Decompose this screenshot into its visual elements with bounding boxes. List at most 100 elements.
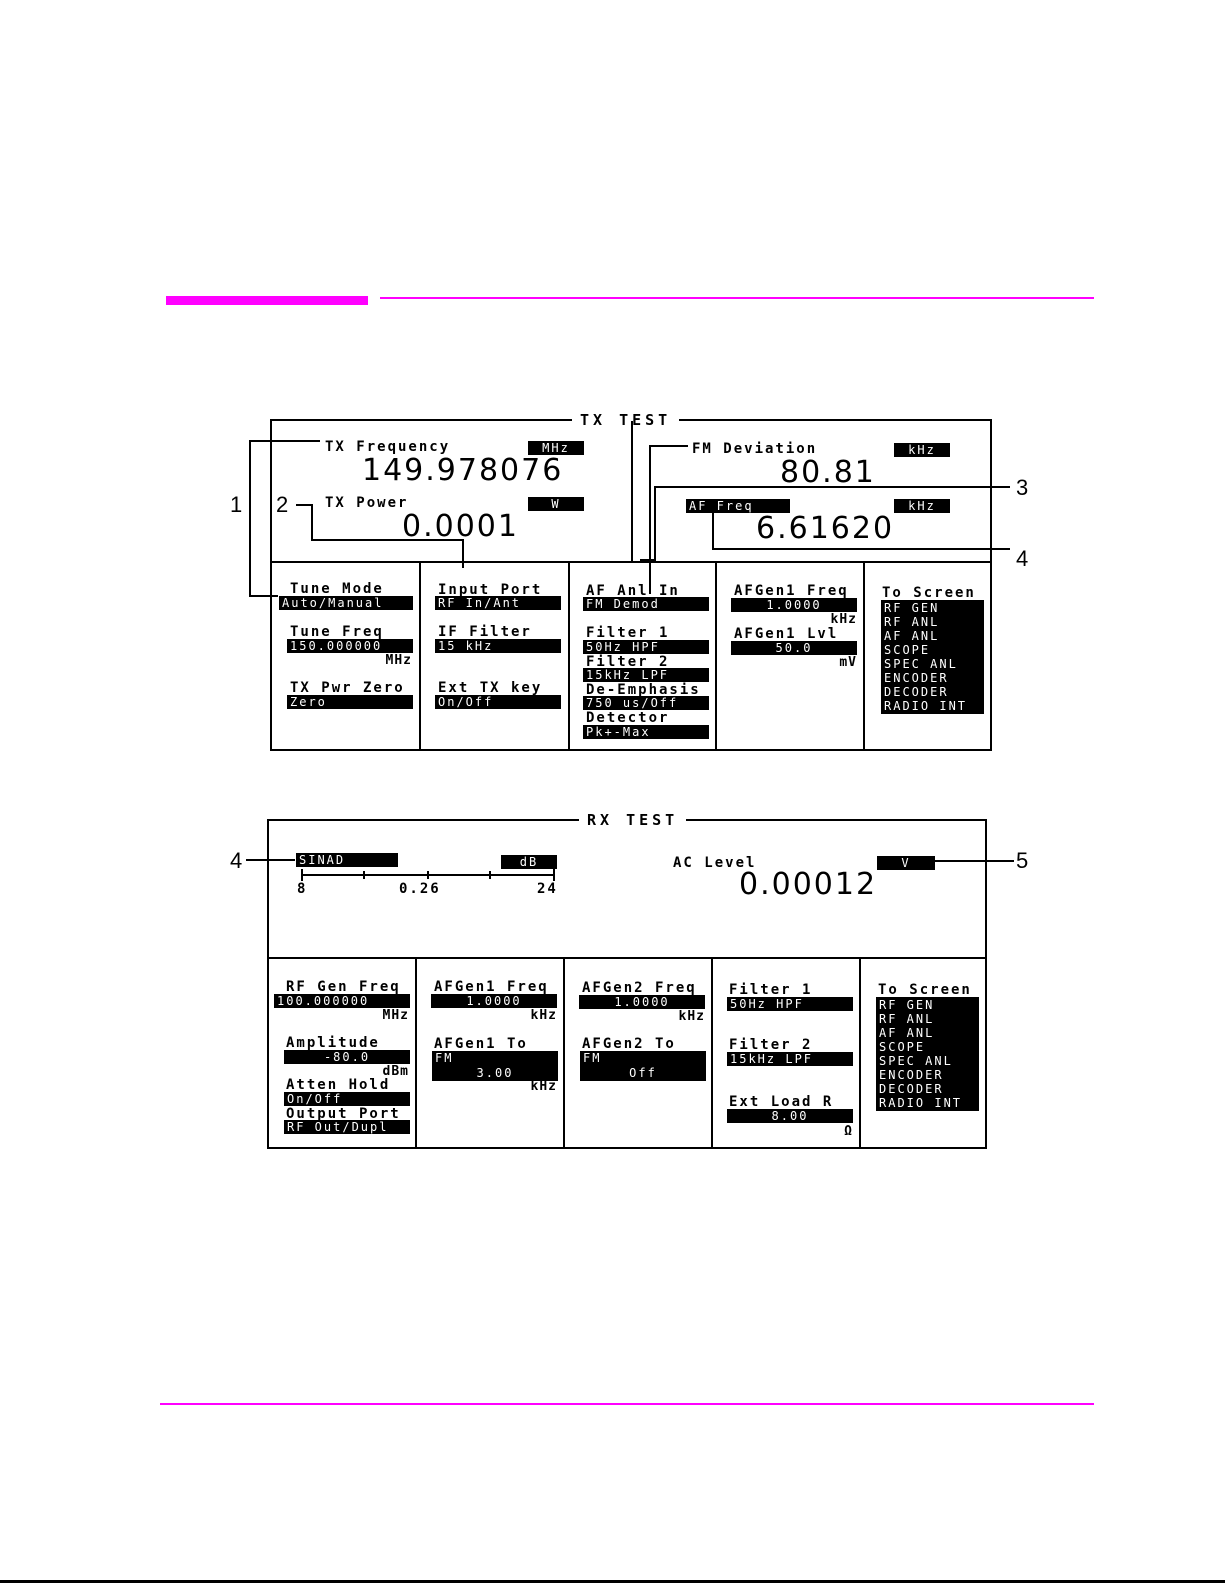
sinad-unit[interactable]: dB	[501, 855, 557, 869]
callout-2: 2	[276, 492, 289, 517]
tx-divider	[272, 561, 990, 563]
ext-tx-key-label: Ext TX key	[438, 680, 543, 696]
af-freq-unit[interactable]: kHz	[894, 499, 950, 513]
tune-mode-field[interactable]: Auto/Manual	[279, 596, 413, 610]
tx-mid-divider	[631, 421, 633, 561]
tune-freq-field[interactable]: 150.000000	[287, 639, 413, 653]
tx-afgen1-lvl-label: AFGen1 Lvl	[734, 626, 839, 642]
atten-hold-field[interactable]: On/Off	[284, 1092, 410, 1106]
ac-level-value: 0.00012	[739, 867, 878, 902]
rf-gen-freq-label: RF Gen Freq	[286, 979, 401, 995]
afgen1-to-unit: kHz	[530, 1079, 557, 1094]
sinad-meter-scale	[301, 869, 555, 881]
afgen2-freq-label: AFGen2 Freq	[582, 980, 697, 996]
tx-menu-item[interactable]: SCOPE	[884, 643, 931, 657]
tx-frequency-value: 149.978076	[362, 453, 564, 488]
rx-afgen1-freq-unit: kHz	[530, 1008, 557, 1023]
rx-menu-item[interactable]: ENCODER	[879, 1068, 944, 1082]
callout-4-rx: 4	[230, 848, 243, 873]
tx-menu-item[interactable]: SPEC ANL	[884, 657, 958, 671]
ext-load-r-unit: Ω	[844, 1124, 853, 1139]
callout-4-tx: 4	[1016, 546, 1029, 571]
afgen2-to-label: AFGen2 To	[582, 1036, 676, 1052]
ac-level-unit[interactable]: V	[877, 856, 935, 870]
tx-afgen1-freq-field[interactable]: 1.0000	[731, 598, 857, 612]
detector-field[interactable]: Pk+-Max	[583, 725, 709, 739]
de-emphasis-label: De-Emphasis	[586, 682, 701, 698]
afgen1-to-mode: FM	[435, 1051, 454, 1065]
rx-to-screen-menu: RF GEN RF ANL AF ANL SCOPE SPEC ANL ENCO…	[876, 997, 979, 1111]
rx-menu-item[interactable]: DECODER	[879, 1082, 944, 1096]
rx-menu-item[interactable]: AF ANL	[879, 1026, 935, 1040]
rx-filter2-field[interactable]: 15kHz LPF	[727, 1052, 853, 1066]
rf-gen-freq-field[interactable]: 100.000000	[274, 994, 410, 1008]
rx-filter1-field[interactable]: 50Hz HPF	[727, 997, 853, 1011]
af-anl-in-field[interactable]: FM Demod	[583, 597, 709, 611]
page-bottom-edge	[0, 1580, 1225, 1583]
sinad-label[interactable]: SINAD	[296, 853, 398, 867]
tx-filter2-label: Filter 2	[586, 654, 670, 670]
rx-to-screen-label: To Screen	[878, 982, 972, 998]
rx-menu-item[interactable]: SPEC ANL	[879, 1054, 953, 1068]
tx-power-unit[interactable]: W	[528, 497, 584, 511]
tx-menu-item[interactable]: RADIO INT	[884, 699, 968, 713]
tx-screen-title: TX TEST	[572, 411, 680, 429]
tx-power-value: 0.0001	[402, 509, 519, 544]
rx-menu-item[interactable]: RADIO INT	[879, 1096, 963, 1110]
tx-to-screen-label: To Screen	[882, 585, 976, 601]
if-filter-field[interactable]: 15 kHz	[435, 639, 561, 653]
rx-afgen1-freq-field[interactable]: 1.0000	[431, 994, 557, 1008]
ext-load-r-field[interactable]: 8.00	[727, 1109, 853, 1123]
header-accent-bar	[166, 296, 368, 305]
afgen2-to-mode: FM	[583, 1051, 602, 1065]
fm-deviation-unit[interactable]: kHz	[894, 443, 950, 457]
tune-freq-unit: MHz	[385, 653, 412, 668]
footer-rule	[160, 1403, 1094, 1405]
tx-afgen1-freq-unit: kHz	[830, 612, 857, 627]
tune-mode-label: Tune Mode	[290, 581, 384, 597]
tx-afgen1-freq-label: AFGen1 Freq	[734, 583, 849, 599]
rx-filter1-label: Filter 1	[729, 982, 813, 998]
fm-deviation-label: FM Deviation	[692, 441, 818, 457]
tx-afgen1-lvl-field[interactable]: 50.0	[731, 641, 857, 655]
tx-pwr-zero-label: TX Pwr Zero	[290, 680, 405, 696]
rx-test-screen: RX TEST SINAD dB 8 0.26 24 AC Level V 0.…	[267, 811, 987, 1149]
output-port-field[interactable]: RF Out/Dupl	[284, 1120, 410, 1134]
tx-callout-lines	[249, 440, 1010, 597]
tx-menu-item[interactable]: AF ANL	[884, 629, 940, 643]
rx-menu-item[interactable]: RF GEN	[879, 998, 935, 1012]
tx-frequency-unit[interactable]: MHz	[528, 441, 584, 455]
tx-frequency-label: TX Frequency	[325, 439, 451, 455]
callout-5: 5	[1016, 848, 1029, 873]
sinad-scale-max: 24	[537, 881, 558, 897]
tx-filter1-label: Filter 1	[586, 625, 670, 641]
de-emphasis-field[interactable]: 750 us/Off	[583, 696, 709, 710]
tx-menu-item[interactable]: RF GEN	[884, 601, 940, 615]
sinad-scale-min: 8	[297, 881, 308, 897]
afgen2-to-field[interactable]: FM Off	[580, 1051, 706, 1081]
tx-filter1-field[interactable]: 50Hz HPF	[583, 640, 709, 654]
tx-pwr-zero-field[interactable]: Zero	[287, 695, 413, 709]
tx-menu-item[interactable]: ENCODER	[884, 671, 949, 685]
tx-filter2-field[interactable]: 15kHz LPF	[583, 668, 709, 682]
ext-tx-key-field[interactable]: On/Off	[435, 695, 561, 709]
rx-menu-item[interactable]: SCOPE	[879, 1040, 926, 1054]
tx-menu-item[interactable]: RF ANL	[884, 615, 940, 629]
af-freq-label[interactable]: AF Freq	[686, 499, 790, 513]
amplitude-unit: dBm	[382, 1064, 409, 1079]
afgen1-to-label: AFGen1 To	[434, 1036, 528, 1052]
if-filter-label: IF Filter	[438, 624, 532, 640]
rx-menu-item[interactable]: RF ANL	[879, 1012, 935, 1026]
input-port-field[interactable]: RF In/Ant	[435, 596, 561, 610]
afgen2-freq-field[interactable]: 1.0000	[579, 995, 705, 1009]
sinad-scale-mid: 0.26	[399, 881, 441, 897]
tx-to-screen-menu: RF GEN RF ANL AF ANL SCOPE SPEC ANL ENCO…	[881, 600, 984, 714]
input-port-label: Input Port	[438, 582, 543, 598]
ext-load-r-label: Ext Load R	[729, 1094, 834, 1110]
afgen1-to-value: 3.00	[476, 1066, 514, 1080]
rx-callout-lines	[246, 859, 1014, 862]
amplitude-label: Amplitude	[286, 1035, 380, 1051]
tx-menu-item[interactable]: DECODER	[884, 685, 949, 699]
afgen1-to-field[interactable]: FM 3.00	[432, 1051, 558, 1081]
amplitude-field[interactable]: -80.0	[284, 1050, 410, 1064]
